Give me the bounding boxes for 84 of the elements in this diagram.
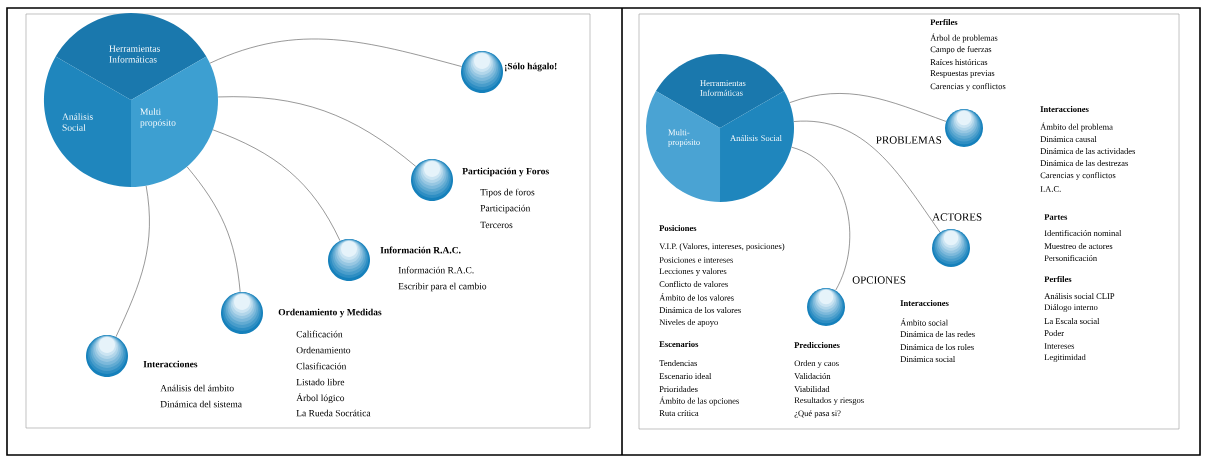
sector-label: Multi propósito — [140, 108, 176, 128]
group-heading: Interacciones — [1040, 106, 1089, 112]
sector-label: Análisis Social — [730, 135, 782, 141]
list-item: Análisis social CLIP — [1044, 293, 1115, 299]
connector-line — [789, 93, 947, 122]
list-item: Orden y caos — [794, 360, 839, 368]
list-item: Análisis del ámbito — [160, 384, 234, 392]
node-heading: Participación y Foros — [462, 167, 549, 177]
list-item: V.I.P. (Valores, intereses, posiciones) — [659, 243, 785, 251]
list-item: Listado libre — [296, 378, 345, 386]
list-item: Carencias y conflictos — [930, 83, 1006, 91]
list-item: Dinámica de las redes — [900, 331, 975, 337]
list-item: Escenario ideal — [659, 373, 712, 379]
list-item: Ámbito del problema — [1040, 122, 1113, 132]
list-item: Campo de fuerzas — [930, 46, 992, 54]
list-item: I.A.C. — [1040, 186, 1061, 192]
list-item: Muestreo de actores — [1044, 243, 1113, 249]
list-item: Ordenamiento — [296, 346, 351, 354]
list-item: Raíces históricas — [930, 59, 988, 65]
list-item: Personificación — [1044, 254, 1097, 262]
connector-line — [115, 185, 150, 338]
list-item: Dinámica social — [900, 356, 956, 362]
list-item: Ámbito de los valores — [659, 293, 734, 301]
list-item: Ámbito de las opciones — [659, 396, 739, 406]
group-heading: Posiciones — [659, 225, 697, 231]
list-item: Diálogo interno — [1044, 304, 1098, 312]
list-item: Terceros — [480, 221, 513, 229]
node-heading: Ordenamiento y Medidas — [278, 308, 382, 318]
connector-line — [186, 166, 241, 293]
list-item: Identificación nominal — [1044, 229, 1122, 237]
node-heading: Interacciones — [143, 360, 198, 368]
list-item: Dinámica de los valores — [659, 307, 741, 313]
list-item: Dinámica de las destrezas — [1040, 160, 1128, 166]
list-item: Posiciones e intereses — [659, 257, 734, 263]
node-heading: OPCIONES — [852, 276, 906, 284]
group-heading: Partes — [1044, 214, 1068, 220]
list-item: Dinámica causal — [1040, 136, 1097, 142]
list-item: Árbol de problemas — [930, 33, 998, 43]
list-item: Niveles de apoyo — [659, 319, 718, 327]
list-item: Dinámica del sistema — [160, 400, 242, 408]
connector-line — [209, 38, 462, 67]
list-item: Poder — [1044, 330, 1064, 336]
group-heading: Perfiles — [1044, 275, 1072, 283]
group-heading: Interacciones — [900, 300, 949, 306]
list-item: Árbol lógico — [296, 392, 345, 404]
sector-label: Análisis Social — [62, 113, 93, 131]
list-item: Clasificación — [296, 362, 347, 370]
list-item: Ámbito social — [900, 318, 948, 326]
list-item: ¿Qué pasa si? — [794, 410, 841, 418]
list-item: Escribir para el cambio — [398, 282, 487, 292]
list-item: Calificación — [296, 330, 343, 338]
connector-line — [217, 96, 416, 167]
list-item: La Rueda Socrática — [296, 409, 371, 417]
list-item: Dinámica de los roles — [900, 344, 974, 350]
node-heading: Información R.A.C. — [380, 246, 461, 254]
list-item: Viabilidad — [794, 386, 830, 392]
list-item: Lecciones y valores — [659, 268, 727, 276]
node-heading: PROBLEMAS — [876, 136, 942, 144]
list-item: Tipos de foros — [480, 188, 535, 198]
connector-line — [212, 129, 341, 242]
connector-line — [793, 121, 941, 233]
list-item: Conflicto de valores — [659, 280, 728, 288]
node-heading: ¡Sólo hágalo! — [505, 62, 557, 72]
group-heading: Perfiles — [930, 18, 958, 25]
list-item: Participación — [480, 204, 531, 214]
list-item: Resultados y riesgos — [794, 397, 864, 405]
sector-label: Herramientas Informáticas — [700, 80, 746, 96]
list-item: Validación — [794, 373, 831, 379]
group-heading: Predicciones — [794, 342, 840, 348]
group-heading: Escenarios — [659, 341, 699, 347]
node-heading: ACTORES — [932, 213, 982, 221]
list-item: Ruta crítica — [659, 410, 699, 416]
list-item: Intereses — [1044, 343, 1075, 349]
sector-label: Herramientas Informáticas — [109, 45, 160, 63]
list-item: Tendencias — [659, 360, 697, 366]
list-item: Prioridades — [659, 386, 698, 392]
list-item: Carencias y conflictos — [1040, 172, 1116, 180]
list-item: Dinámica de las actividades — [1040, 148, 1136, 154]
sector-label: Multi- propósito — [668, 129, 700, 147]
list-item: Legitimidad — [1044, 354, 1086, 362]
connector-line — [791, 146, 851, 291]
list-item: Información R.A.C. — [398, 266, 474, 274]
list-item: Respuestas previas — [930, 70, 995, 78]
list-item: La Escala social — [1044, 318, 1100, 324]
